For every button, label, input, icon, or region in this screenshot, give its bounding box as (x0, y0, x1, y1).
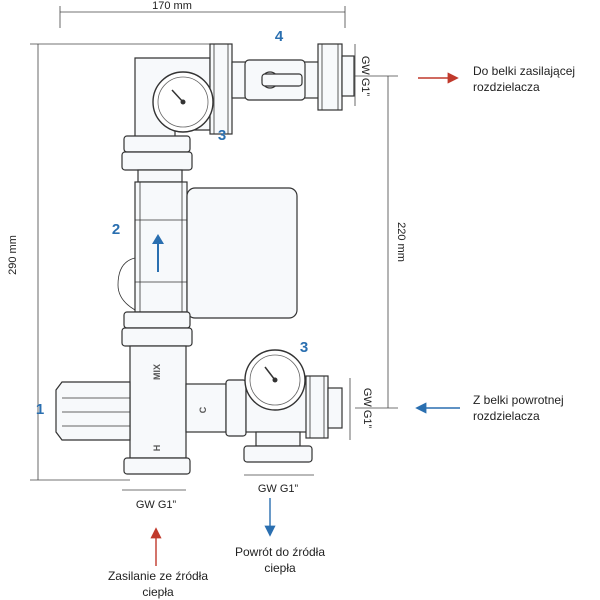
dim-height-label: 290 mm (7, 235, 19, 275)
dimension-lines (30, 6, 398, 491)
thread-mid-right-label: GW G1” (361, 388, 373, 429)
thread-bottom-right-label: GW G1” (258, 483, 299, 495)
supply-from-source-label-line2: ciepła (142, 585, 174, 599)
valve-mark-mix: MIX (152, 364, 162, 380)
valve-mark-h: H (152, 445, 162, 452)
thread-bottom-left-label: GW G1” (136, 499, 177, 511)
pump (117, 169, 298, 347)
part-number-1: 1 (36, 401, 44, 418)
return-to-source-label-line2: ciepła (264, 561, 296, 575)
dim-width-label: 170 mm (152, 0, 192, 12)
part-number-3-top: 3 (218, 127, 226, 144)
return-in-label-line1: Z belki powrotnej (473, 393, 564, 407)
thread-top-right-label: GW G1” (359, 56, 371, 97)
valve-mark-c: C (198, 406, 208, 413)
thermometer-top (152, 71, 214, 133)
thermometer-bottom (244, 349, 306, 411)
part-number-2: 2 (112, 221, 120, 238)
part-number-3-bottom: 3 (300, 339, 308, 356)
return-in-label-line2: rozdzielacza (473, 409, 540, 423)
supply-out-label-line1: Do belki zasilającej (473, 64, 575, 78)
return-to-source-label-line1: Powrót do źródła (235, 545, 325, 559)
dim-axis-distance-label: 220 mm (395, 222, 407, 262)
part-number-4: 4 (275, 28, 284, 45)
supply-out-label-line2: rozdzielacza (473, 80, 540, 94)
supply-from-source-label-line1: Zasilanie ze źródła (108, 569, 208, 583)
